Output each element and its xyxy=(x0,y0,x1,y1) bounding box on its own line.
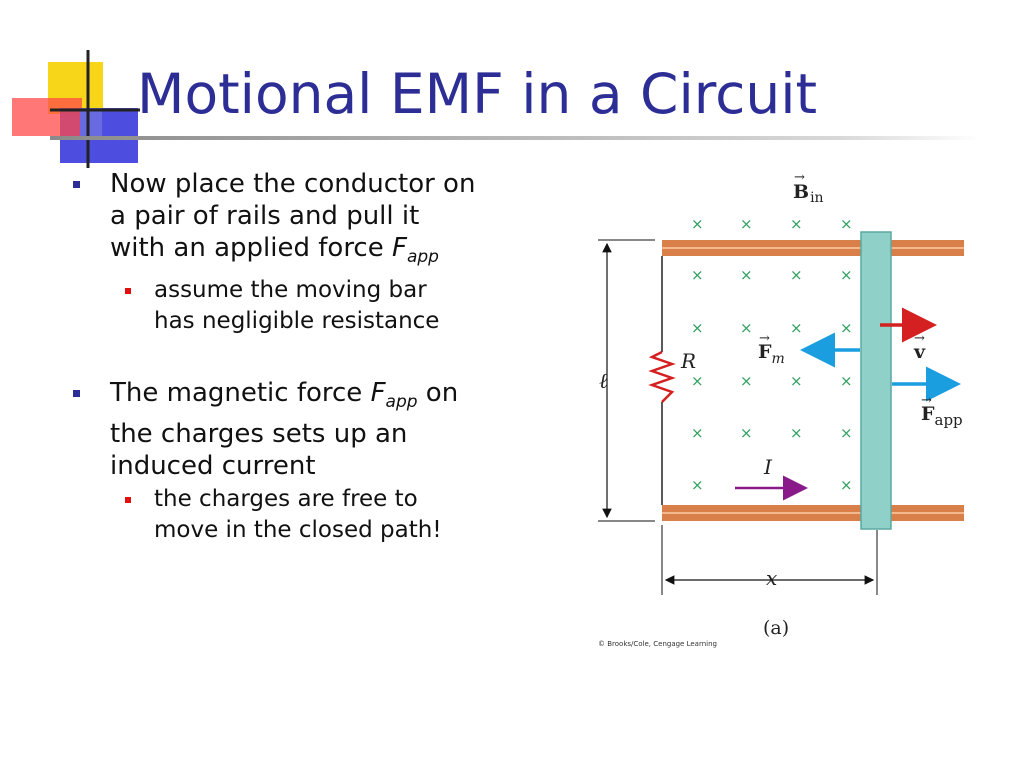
bullet-2-text-after: on xyxy=(417,378,459,409)
slide-title: Motional EMF in a Circuit xyxy=(137,62,818,126)
sub-bullet-marker xyxy=(125,497,131,504)
sub-bullet-marker xyxy=(125,288,131,295)
field-marks: × × × × × × × × × × × × × × × × × × × × × × xyxy=(691,215,853,494)
bullet-2-symbol: F xyxy=(370,378,386,409)
field-mark: × xyxy=(740,266,753,284)
svg-text:→: → xyxy=(921,393,932,408)
field-mark: × xyxy=(740,372,753,390)
bullet-1: Now place the conductor on a pair of rai… xyxy=(70,168,570,273)
copyright-credit: © Brooks/Cole, Cengage Learning xyxy=(598,640,717,648)
field-label: Bin xyxy=(793,181,824,206)
resistor xyxy=(648,350,676,403)
velocity-label: v xyxy=(913,341,926,363)
bullet-marker xyxy=(73,181,80,188)
bullet-1-line-3: with an applied force xyxy=(110,233,392,263)
corner-decoration xyxy=(12,50,140,168)
bullet-1-line-1: Now place the conductor on xyxy=(110,169,476,199)
sub-bullet-1: assume the moving bar has negligible res… xyxy=(70,275,570,337)
length-label: ℓ xyxy=(599,369,608,393)
sub-bullet-1-line-1: assume the moving bar xyxy=(154,277,427,304)
bullet-2-line-3: induced current xyxy=(110,451,316,482)
motional-emf-diagram: ×××××××××××××××××××××× Bin → R ℓ I Fm → … xyxy=(598,170,964,639)
field-mark: × xyxy=(840,266,853,284)
bullet-1-symbol: F xyxy=(392,233,407,263)
field-mark: × xyxy=(790,424,803,442)
field-mark: × xyxy=(790,319,803,337)
panel-label: (a) xyxy=(763,617,789,639)
bullet-2-subscript: app xyxy=(385,392,418,413)
field-mark: × xyxy=(790,215,803,233)
bullet-list: Now place the conductor on a pair of rai… xyxy=(70,168,570,546)
title-underline xyxy=(50,136,980,140)
applied-force-label: Fapp xyxy=(921,403,963,429)
field-mark: × xyxy=(691,319,704,337)
position-label: x xyxy=(766,566,777,590)
field-mark: × xyxy=(840,372,853,390)
sub-bullet-1-line-2: has negligible resistance xyxy=(154,308,440,335)
bullet-1-subscript: app xyxy=(406,247,439,268)
bullet-2-line-2: the charges sets up an xyxy=(110,419,408,450)
field-mark: × xyxy=(840,424,853,442)
field-mark: × xyxy=(691,424,704,442)
bullet-1-line-2: a pair of rails and pull it xyxy=(110,201,420,231)
field-mark: × xyxy=(691,215,704,233)
svg-text:→: → xyxy=(759,331,770,346)
field-mark: × xyxy=(840,319,853,337)
field-mark: × xyxy=(840,215,853,233)
field-mark: × xyxy=(691,476,704,494)
field-mark: × xyxy=(691,266,704,284)
svg-text:→: → xyxy=(914,331,925,346)
bullet-2: The magnetic force Fapp on the charges s… xyxy=(70,377,570,482)
field-mark: × xyxy=(790,266,803,284)
magnetic-force-label: Fm xyxy=(758,341,785,367)
field-mark: × xyxy=(740,215,753,233)
sub-bullet-2: the charges are free to move in the clos… xyxy=(70,484,570,546)
field-mark: × xyxy=(840,476,853,494)
field-mark: × xyxy=(740,424,753,442)
moving-bar xyxy=(860,231,892,530)
field-mark: × xyxy=(790,372,803,390)
bullet-marker xyxy=(73,390,80,398)
current-label: I xyxy=(763,455,773,479)
svg-text:→: → xyxy=(794,170,805,185)
bullet-2-text-before: The magnetic force xyxy=(110,378,371,409)
field-mark: × xyxy=(691,372,704,390)
resistor-label: R xyxy=(680,349,696,373)
field-mark: × xyxy=(740,319,753,337)
sub-bullet-2-line-1: the charges are free to xyxy=(154,486,418,513)
sub-bullet-2-line-2: move in the closed path! xyxy=(154,517,442,544)
